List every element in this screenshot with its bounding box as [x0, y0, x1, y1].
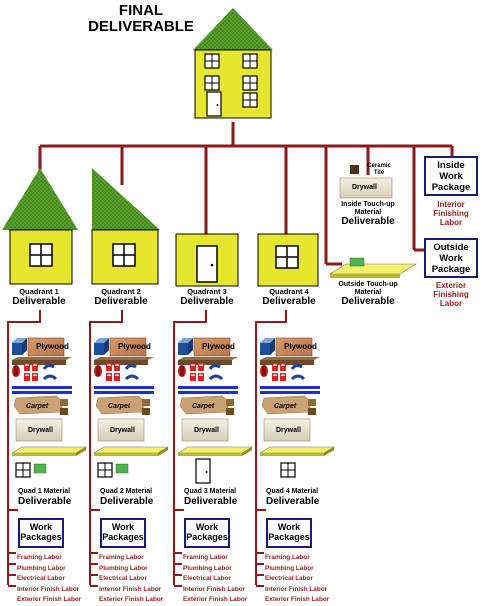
drywall-label-3: Drywall — [194, 427, 219, 434]
labor-item: Electrical Labor — [99, 575, 147, 583]
labor-item: Framing Labor — [99, 554, 144, 561]
quad-1-work-packages-box: Work Packages — [18, 518, 64, 548]
outside-work-package-box: Outside Work Package — [424, 238, 478, 278]
carpet-label-2: Carpet — [108, 403, 131, 410]
carpet-label-4: Carpet — [274, 403, 297, 410]
interior-finishing-labor: Interior Finishing Labor — [433, 200, 469, 228]
plywood-label-2: Plywood — [118, 342, 151, 351]
quad-2-work-packages-box: Work Packages — [100, 518, 146, 548]
labor-item: Framing Labor — [265, 554, 310, 561]
carpet-label-3: Carpet — [192, 403, 215, 410]
quad-4-work-packages-box: Work Packages — [266, 518, 312, 548]
exterior-finishing-labor: Exterior Finishing Labor — [433, 281, 469, 309]
quad-3-materials — [178, 338, 252, 484]
outside-touchup-slab — [328, 257, 418, 278]
labor-item: Interior Finish Labor — [99, 585, 162, 593]
labor-item: Exterior Finish Labor — [265, 596, 330, 604]
quad-3-labor-list: Framing Labor Plumbing Labor Electrical … — [183, 553, 247, 606]
quad-1-labor-list: Framing Labor Plumbing Labor Electrical … — [17, 553, 81, 606]
quad-4-material-label: Quad 4 Material Deliverable — [266, 488, 320, 507]
drywall-label-2: Drywall — [110, 427, 135, 434]
ceramic-tile-label: Ceramic Tile — [367, 163, 391, 176]
plywood-label-4: Plywood — [284, 342, 317, 351]
quad-3-work-packages-box: Work Packages — [184, 518, 230, 548]
labor-item: Plumbing Labor — [265, 564, 314, 572]
quad-3-material-label: Quad 3 Material Deliverable — [184, 488, 238, 507]
outside-touchup-label: Outside Touch-up Material Deliverable — [338, 281, 398, 308]
quad-2-labor-list: Framing Labor Plumbing Labor Electrical … — [99, 553, 163, 606]
labor-item: Electrical Labor — [265, 575, 313, 583]
quadrant-4-house — [257, 233, 319, 287]
quad-2-material-label: Quad 2 Material Deliverable — [100, 488, 154, 507]
connector-lines — [38, 122, 454, 266]
drywall-label-1: Drywall — [28, 427, 53, 434]
plywood-label-3: Plywood — [202, 342, 235, 351]
labor-item: Plumbing Labor — [183, 564, 232, 572]
final-deliverable-title: FINAL DELIVERABLE — [88, 2, 194, 35]
quadrant-3-house — [175, 233, 239, 287]
labor-item: Exterior Finish Labor — [99, 596, 164, 604]
labor-item: Framing Labor — [17, 554, 62, 561]
inside-work-package-box: Inside Work Package — [424, 156, 478, 196]
main-house-illustration — [193, 8, 273, 119]
labor-item: Exterior Finish Labor — [183, 596, 248, 604]
labor-item: Plumbing Labor — [99, 564, 148, 572]
drywall-label-4: Drywall — [276, 427, 301, 434]
labor-item: Electrical Labor — [183, 575, 231, 583]
labor-item: Electrical Labor — [17, 575, 65, 583]
quadrant-1-house — [2, 168, 78, 285]
plywood-label-1: Plywood — [36, 342, 69, 351]
labor-item: Interior Finish Labor — [183, 585, 246, 593]
labor-item: Framing Labor — [183, 554, 228, 561]
labor-item: Interior Finish Labor — [265, 585, 328, 593]
quad-1-material-label: Quad 1 Material Deliverable — [18, 488, 72, 507]
quad-4-materials — [260, 338, 334, 478]
quadrant-2-label: Quadrant 2 Deliverable — [94, 287, 148, 308]
labor-item: Interior Finish Labor — [17, 585, 80, 593]
quadrant-4-label: Quadrant 4 Deliverable — [262, 287, 316, 308]
quadrant-3-label: Quadrant 3 Deliverable — [180, 287, 234, 308]
quadrant-2-house — [91, 168, 160, 285]
quadrant-1-label: Quadrant 1 Deliverable — [12, 287, 66, 308]
quad-2-materials — [94, 338, 168, 478]
labor-item: Plumbing Labor — [17, 564, 66, 572]
inside-touchup-label: Inside Touch-up Material Deliverable — [341, 201, 395, 228]
inside-touchup-materials — [339, 165, 393, 199]
quad-1-materials — [12, 338, 86, 478]
quad-4-labor-list: Framing Labor Plumbing Labor Electrical … — [265, 553, 329, 606]
inside-drywall-label: Drywall — [352, 184, 377, 191]
carpet-label-1: Carpet — [26, 403, 49, 410]
labor-item: Exterior Finish Labor — [17, 596, 82, 604]
